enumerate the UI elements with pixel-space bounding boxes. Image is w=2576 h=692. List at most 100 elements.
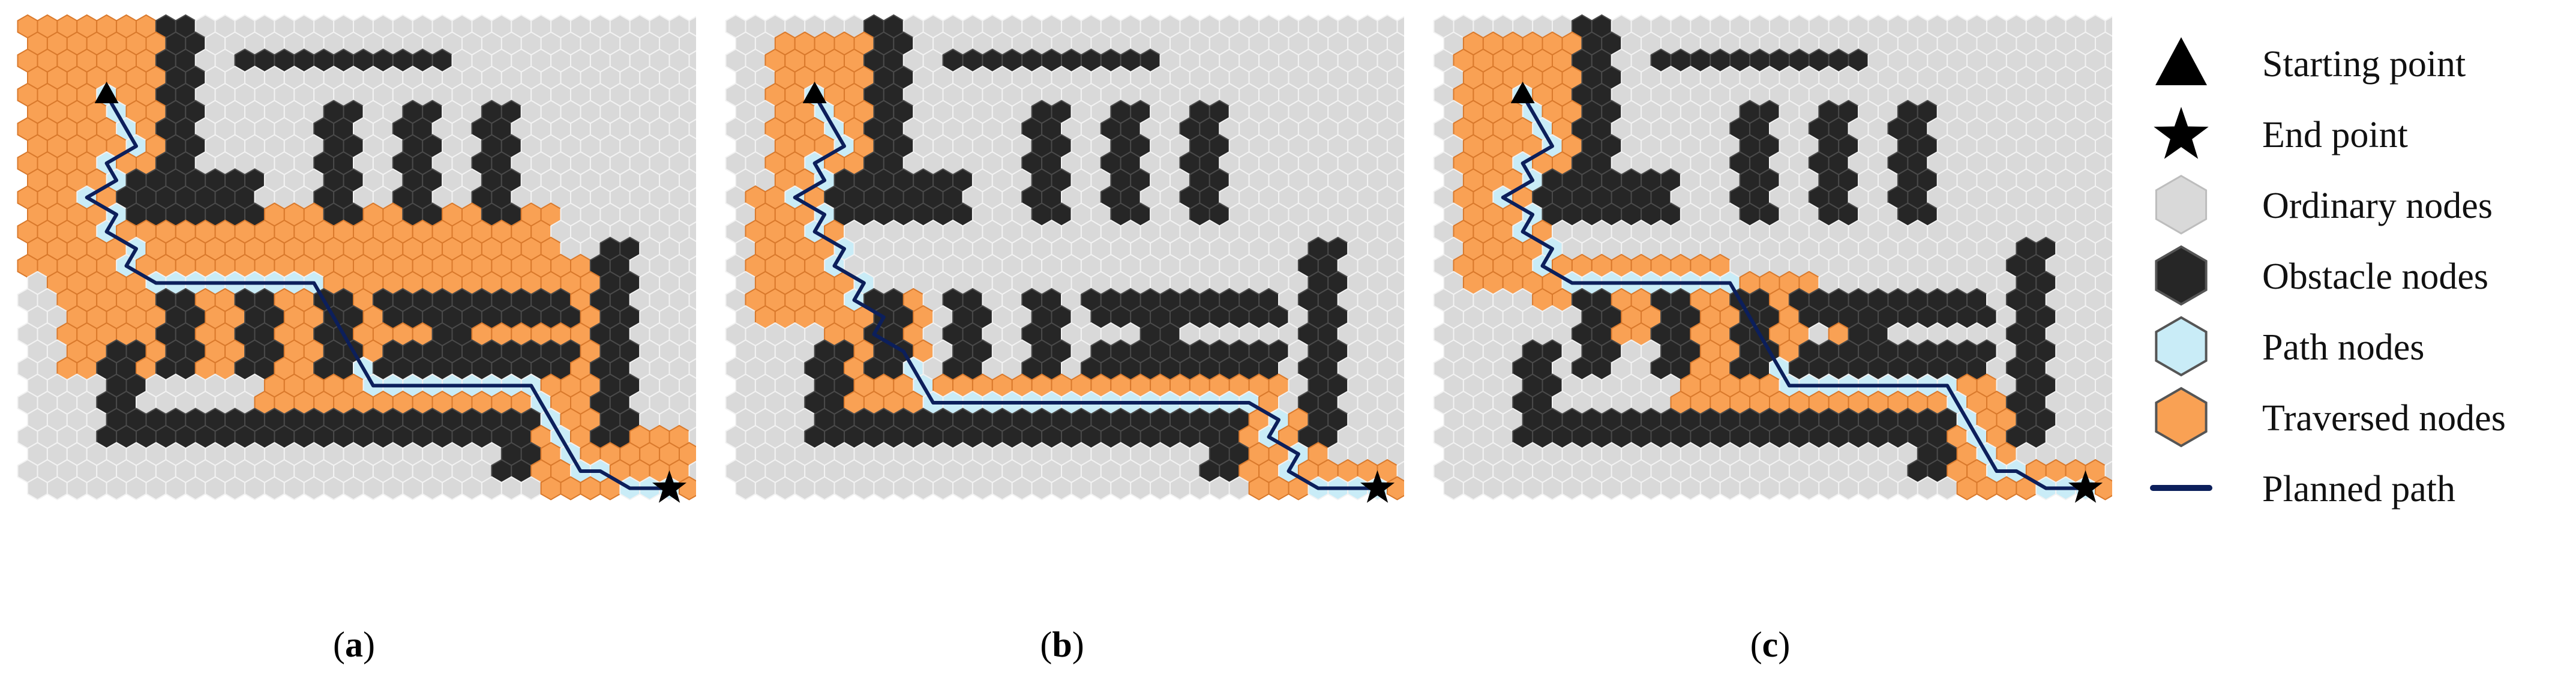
end-point-marker (2068, 470, 2103, 503)
ordinary-node (2104, 392, 2112, 414)
ordinary-node (688, 221, 696, 242)
ordinary-node (1779, 476, 1800, 501)
ordinary-node (735, 476, 756, 501)
legend-label-start: Starting point (2262, 44, 2466, 85)
ordinary-node (688, 16, 696, 37)
planned-path-line (1501, 94, 2086, 490)
ordinary-node (1699, 476, 1721, 501)
ordinary-node (1482, 476, 1504, 501)
caption-b: (b) (1040, 625, 1084, 664)
ordinary-node (1581, 476, 1603, 501)
ordinary-node (1396, 50, 1404, 71)
ordinary-node (2104, 187, 2112, 208)
hexagon-icon (2155, 175, 2208, 235)
ordinary-node (86, 476, 107, 501)
ordinary-node (853, 476, 875, 501)
ordinary-node (481, 476, 502, 501)
ordinary-node (2104, 118, 2112, 140)
ordinary-node (1031, 476, 1052, 501)
hex-grid-map-b (725, 14, 1404, 503)
ordinary-node (814, 476, 835, 501)
ordinary-node (1522, 476, 1543, 501)
ordinary-node (1462, 476, 1484, 501)
hex-cells (725, 14, 1404, 501)
ordinary-node (688, 358, 696, 379)
ordinary-node (165, 476, 187, 501)
ordinary-node (1621, 476, 1642, 501)
caption-a: (a) (333, 625, 375, 664)
ordinary-node (1878, 476, 1899, 501)
hex-grid-map-a (17, 14, 696, 503)
ordinary-node (688, 426, 696, 448)
ordinary-node (1561, 476, 1583, 501)
traversed-node (1268, 476, 1290, 501)
starting-point-marker (94, 82, 119, 103)
ordinary-node (1838, 476, 1860, 501)
traversed-node (580, 476, 601, 501)
ordinary-node (1189, 476, 1210, 501)
ordinary-node (2104, 358, 2112, 379)
ordinary-node (263, 476, 285, 501)
ordinary-node (688, 460, 696, 482)
ordinary-node (343, 476, 364, 501)
ordinary-node (893, 476, 914, 501)
ordinary-node (27, 476, 48, 501)
ordinary-node (952, 476, 973, 501)
traversed-node (560, 476, 581, 501)
ordinary-node (66, 476, 88, 501)
ordinary-node (323, 476, 344, 501)
legend-label-traversed: Traversed nodes (2262, 398, 2506, 439)
legend-item-obstacle: Obstacle nodes (2148, 242, 2568, 308)
planned-path-line (793, 94, 1378, 490)
ordinary-node (500, 476, 522, 501)
starting-point-marker (802, 82, 827, 103)
hex-cells (17, 14, 696, 501)
ordinary-node (932, 476, 953, 501)
legend-label-end: End point (2262, 115, 2408, 155)
ordinary-node (362, 476, 384, 501)
legend-item-end: End point (2148, 101, 2568, 167)
traversed-node (540, 476, 562, 501)
ordinary-node (1502, 476, 1524, 501)
ordinary-node (2104, 289, 2112, 311)
starting-point-marker (1510, 82, 1535, 103)
ordinary-node (1396, 358, 1404, 379)
ordinary-node (1169, 476, 1190, 501)
legend-item-traversed: Traversed nodes (2148, 384, 2568, 450)
ordinary-node (2104, 221, 2112, 242)
ordinary-node (833, 476, 855, 501)
ordinary-node (1208, 476, 1230, 501)
ordinary-node (2104, 426, 2112, 448)
ordinary-node (1396, 289, 1404, 311)
triangle-icon (2155, 37, 2207, 85)
ordinary-node (520, 476, 542, 501)
ordinary-node (224, 476, 245, 501)
ordinary-node (1070, 476, 1092, 501)
ordinary-node (1739, 476, 1761, 501)
hexagon-icon (2155, 316, 2208, 377)
legend-label-obstacle: Obstacle nodes (2262, 256, 2489, 297)
traversed-node (1248, 476, 1270, 501)
ordinary-node (1443, 476, 1464, 501)
ordinary-node (422, 476, 443, 501)
panel-a (12, 12, 696, 588)
ordinary-node (382, 476, 404, 501)
traversed-node (1956, 476, 1978, 501)
ordinary-node (1719, 476, 1741, 501)
ordinary-node (46, 476, 68, 501)
ordinary-node (1228, 476, 1250, 501)
ordinary-node (1090, 476, 1112, 501)
ordinary-node (1917, 476, 1938, 501)
ordinary-node (1542, 476, 1563, 501)
panel-c (1428, 12, 2112, 588)
legend-item-start: Starting point (2148, 30, 2568, 96)
ordinary-node (442, 476, 463, 501)
ordinary-node (2104, 16, 2112, 37)
ordinary-node (1396, 16, 1404, 37)
ordinary-node (971, 476, 993, 501)
ordinary-node (1396, 255, 1404, 277)
legend-label-path: Path nodes (2262, 327, 2425, 368)
ordinary-node (688, 289, 696, 311)
ordinary-node (145, 476, 167, 501)
ordinary-node (991, 476, 1013, 501)
